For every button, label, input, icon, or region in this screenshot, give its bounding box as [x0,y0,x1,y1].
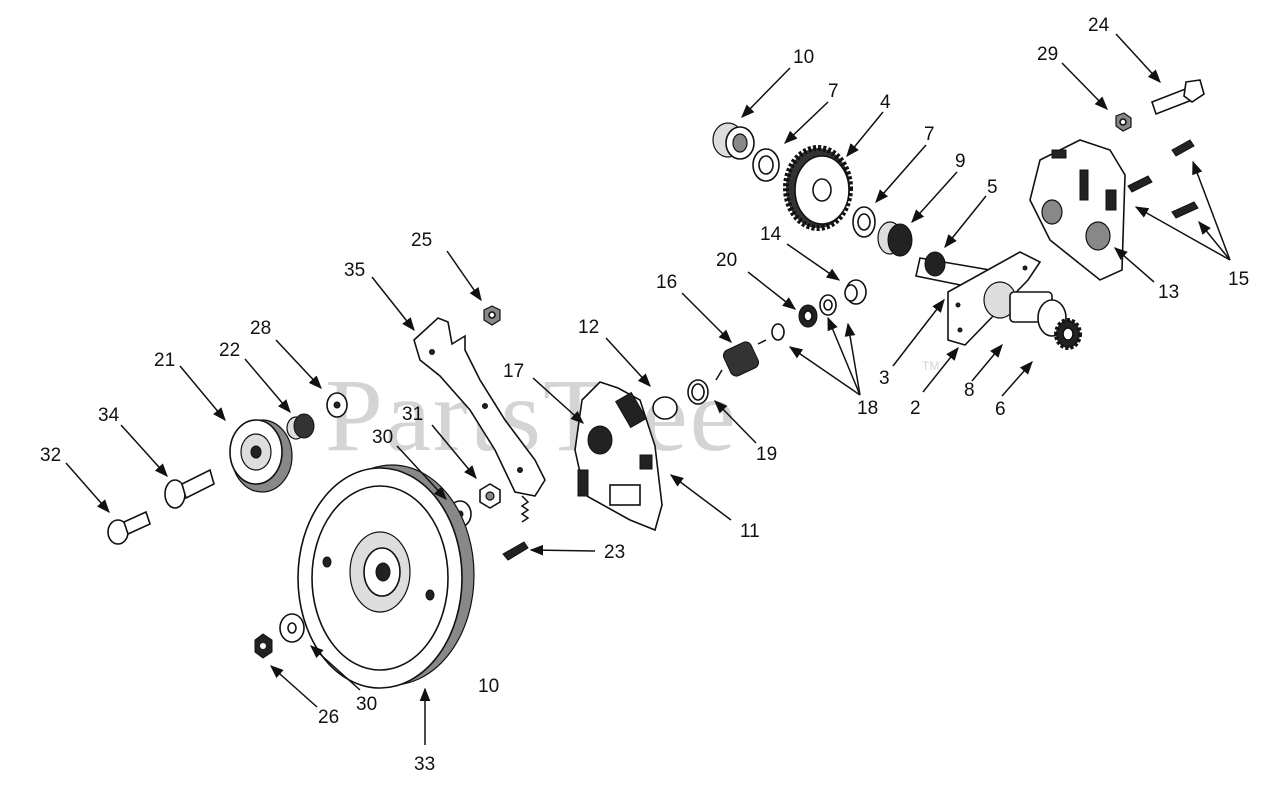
part-bearing-20[interactable] [798,304,818,328]
part-washer-30b[interactable] [279,613,305,643]
part-worm-gear[interactable] [715,339,767,381]
part-bearing-hub[interactable] [983,281,1082,350]
callout-15: 15 [1228,269,1249,290]
callout-8: 8 [964,380,975,401]
part-bushing-14[interactable] [844,279,867,305]
callout-23: 23 [604,542,625,563]
callout-4: 4 [880,92,891,113]
callout-20: 20 [716,250,737,271]
part-bushing-17[interactable] [652,396,678,420]
callout-18: 18 [857,398,878,419]
callout-2: 2 [910,398,921,419]
callout-7-left: 7 [828,81,839,102]
part-idler-pulley[interactable] [229,419,293,493]
part-large-pulley[interactable] [297,464,475,689]
part-bushing-9[interactable] [877,221,913,257]
callout-22: 22 [219,340,240,361]
part-nut-26[interactable] [254,633,273,659]
part-gear[interactable] [783,145,853,231]
part-housing-right[interactable] [1029,139,1126,281]
callout-5: 5 [987,177,998,198]
part-washer-28[interactable] [326,392,348,418]
callout-35: 35 [344,260,365,281]
callout-17: 17 [503,361,524,382]
callout-7-right: 7 [924,124,935,145]
part-housing-left[interactable] [574,381,663,532]
callout-19: 19 [756,444,777,465]
part-nut-29[interactable] [1115,112,1132,132]
callout-25: 25 [411,230,432,251]
part-nut-31[interactable] [479,483,501,509]
part-bolt-32[interactable] [107,510,151,545]
callout-32: 32 [40,445,61,466]
callout-10-top: 10 [793,47,814,68]
callout-9: 9 [955,151,966,172]
callout-24: 24 [1088,15,1110,36]
callout-3: 3 [879,368,890,389]
callout-26: 26 [318,707,339,728]
callout-34: 34 [98,405,120,426]
callout-6: 6 [995,399,1006,420]
part-bolt-24[interactable] [1151,79,1205,116]
part-screw-23[interactable] [502,541,529,561]
callout-33: 33 [414,754,435,775]
watermark-trademark: TM [922,359,939,373]
part-washer-7b[interactable] [852,206,876,238]
part-spacer-22[interactable] [286,413,315,440]
part-washers-18[interactable] [771,294,837,341]
leader-lines [65,33,1231,745]
callout-30-lower: 30 [356,694,377,715]
part-screws-15[interactable] [1127,139,1199,219]
callout-14: 14 [760,224,782,245]
callout-12: 12 [578,317,599,338]
callout-30-upper: 30 [372,427,393,448]
callout-28: 28 [250,318,271,339]
callout-16: 16 [656,272,677,293]
callout-31: 31 [402,404,423,425]
callout-29: 29 [1037,44,1058,65]
part-ring-19[interactable] [687,379,709,405]
callout-13: 13 [1158,282,1179,303]
part-nut-25[interactable] [483,305,501,326]
callout-10-bottom: 10 [478,676,499,697]
part-shoulder-bolt[interactable] [164,468,215,509]
part-bushing-top[interactable] [712,122,755,160]
callout-labels: 10 7 4 7 9 5 29 24 14 20 16 25 35 12 28 … [40,15,1249,775]
part-spring[interactable] [520,495,530,523]
callout-21: 21 [154,350,175,371]
part-washer-7a[interactable] [752,148,780,182]
callout-11: 11 [740,521,760,542]
part-lever-35[interactable] [413,317,546,497]
